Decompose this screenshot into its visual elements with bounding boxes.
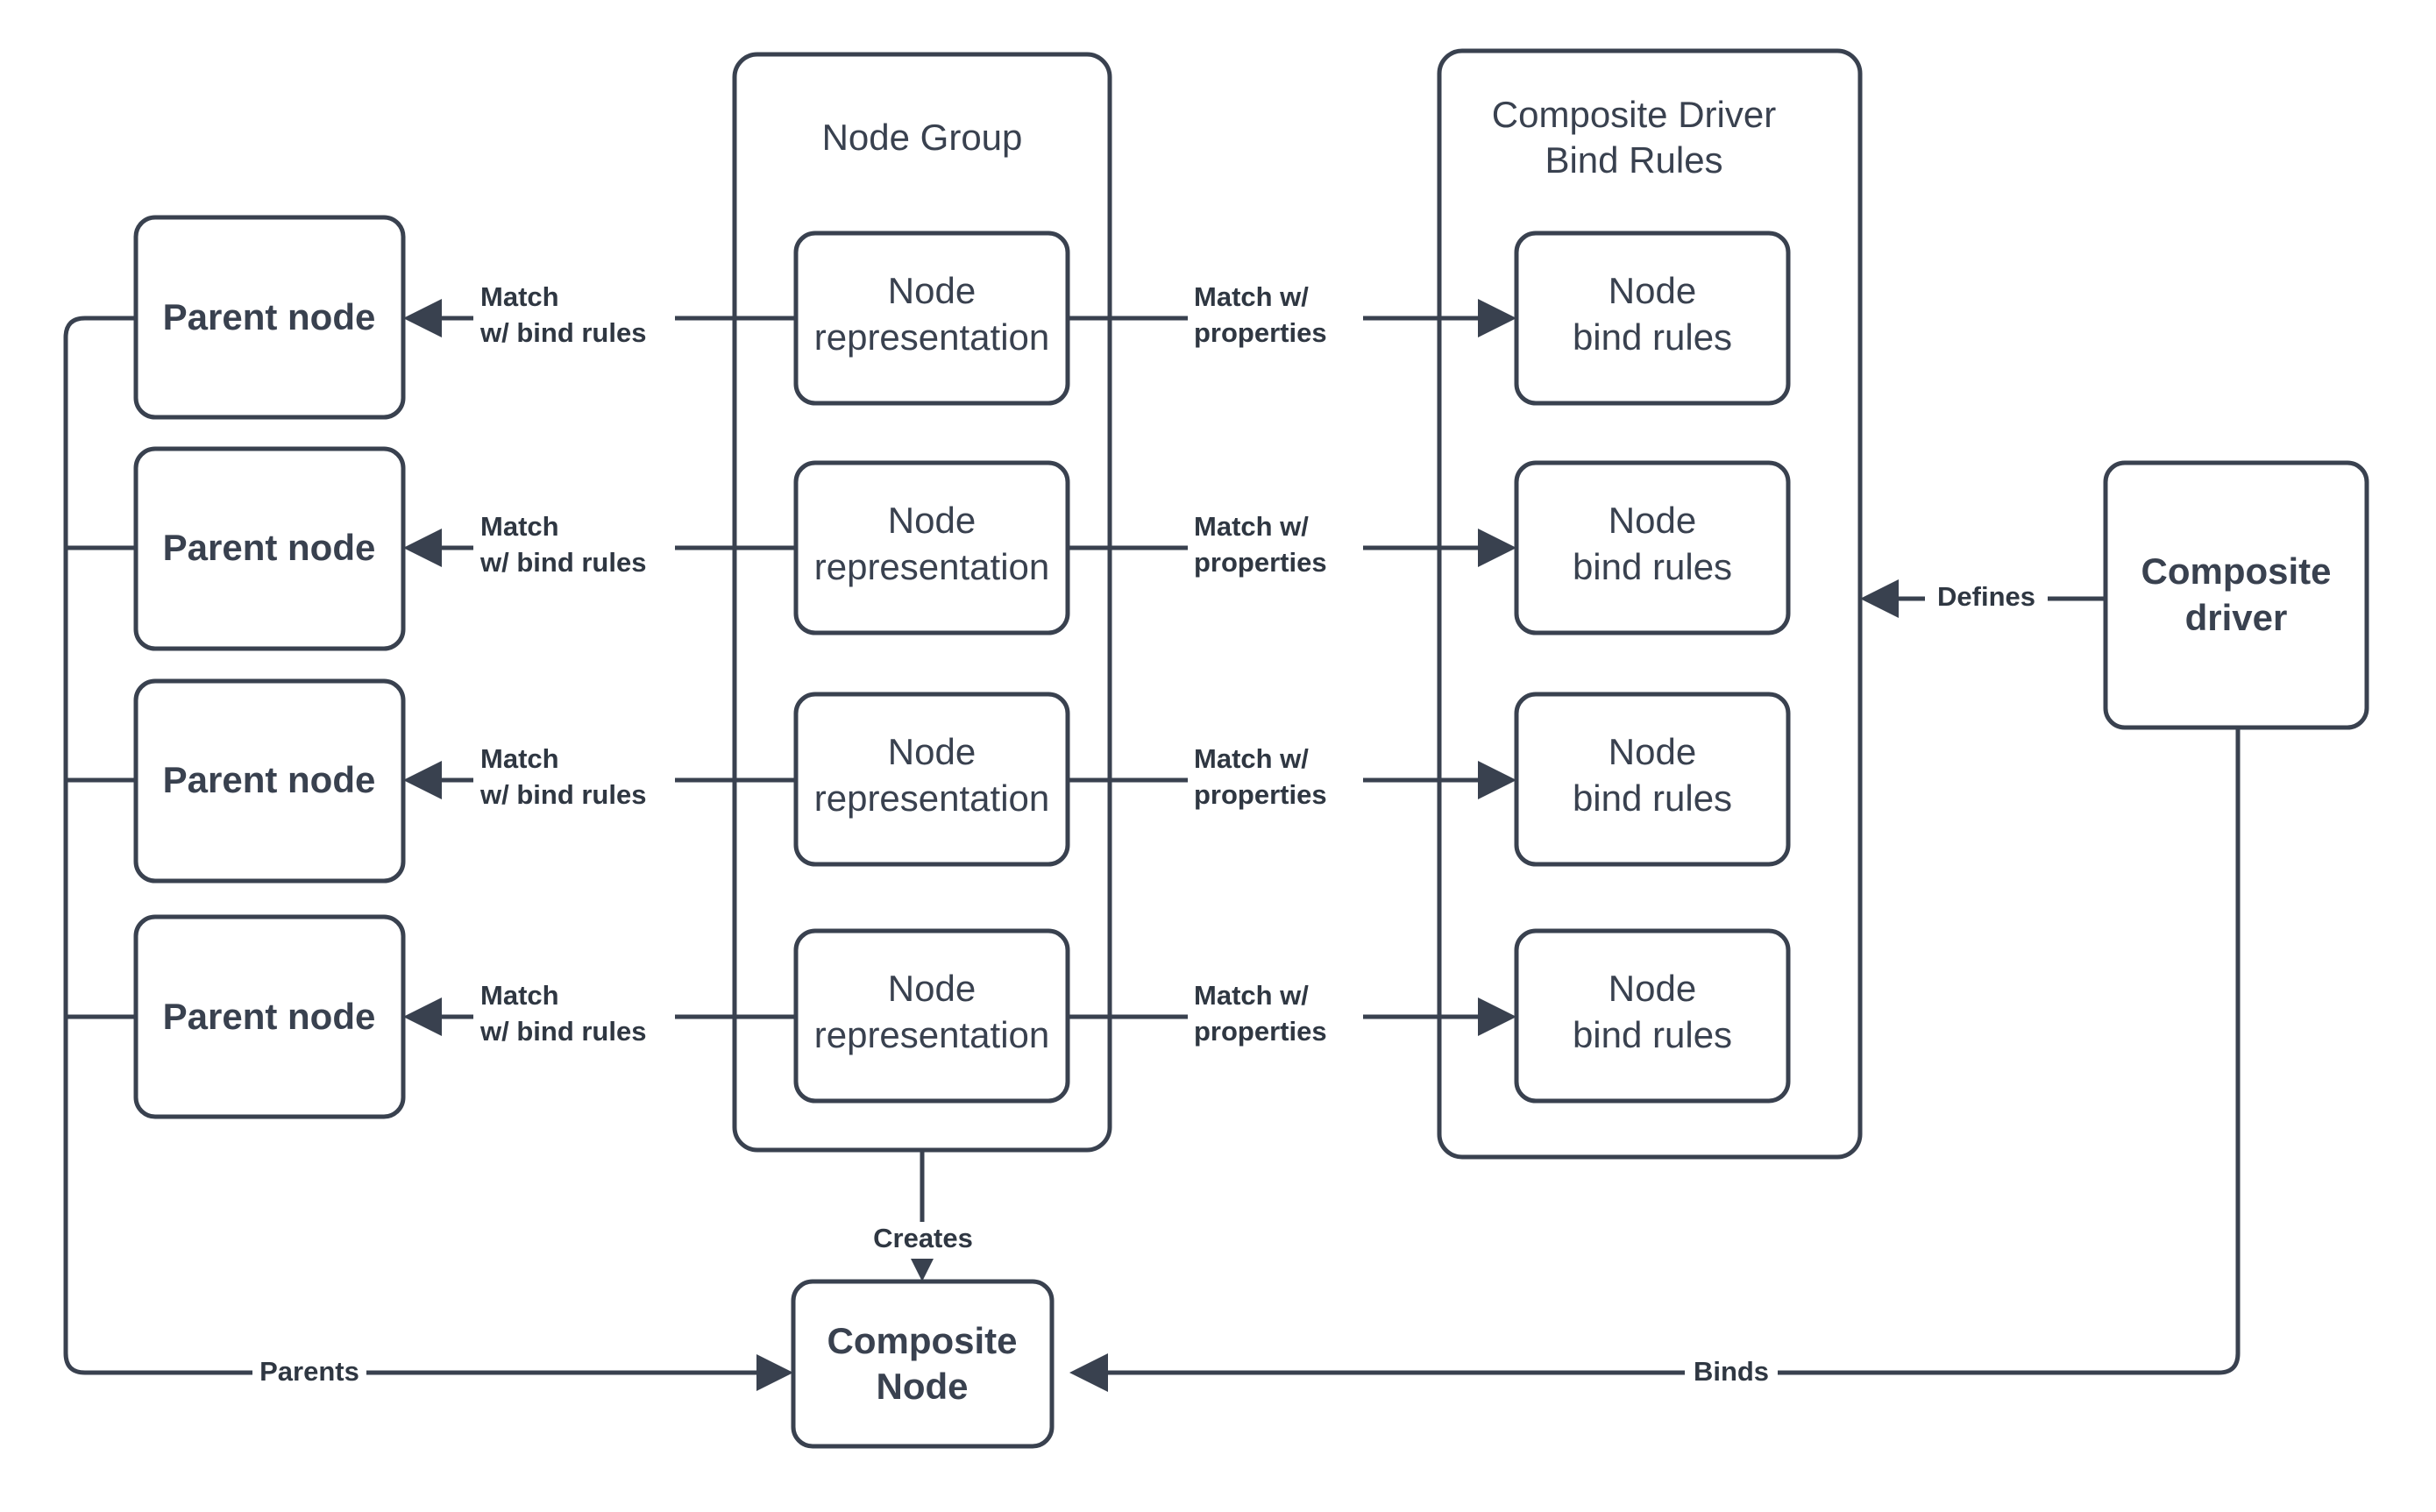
node-bind-rules-4[interactable]: Node bind rules: [1514, 928, 1791, 1104]
edge-label-match-properties-2: Match w/ properties: [1188, 511, 1363, 585]
edge-label-line2: properties: [1194, 317, 1327, 348]
node-bind-rules-3[interactable]: Node bind rules: [1514, 692, 1791, 867]
node-representation-line2: representation: [814, 316, 1050, 358]
edge-label-parents: Parents: [259, 1356, 359, 1387]
edge-label-line1: Match: [480, 980, 559, 1011]
composite-driver-line2: driver: [2185, 597, 2288, 638]
node-bind-rules-line2: bind rules: [1573, 777, 1732, 819]
node-bind-rules-1[interactable]: Node bind rules: [1514, 231, 1791, 406]
edge-label-match-properties-1: Match w/ properties: [1188, 281, 1363, 355]
node-group-title: Node Group: [822, 117, 1023, 158]
edge-label-line2: w/ bind rules: [479, 317, 646, 348]
composite-driver-line1: Composite: [2141, 550, 2331, 592]
binds-connector: [1069, 728, 2241, 1392]
edge-label-creates: Creates: [873, 1223, 973, 1253]
edge-label-line1: Match: [480, 511, 559, 542]
parent-node-label: Parent node: [163, 527, 376, 568]
edge-label-defines: Defines: [1925, 580, 2048, 617]
edge-label-defines: Defines: [1937, 581, 2035, 612]
parent-node-2[interactable]: Parent node: [133, 446, 406, 651]
edge-label-parents: Parents: [252, 1355, 366, 1392]
edge-label-line2: properties: [1194, 547, 1327, 578]
edge-label-line2: properties: [1194, 779, 1327, 810]
edge-label-binds: Binds: [1685, 1355, 1778, 1392]
edge-label-line1: Match w/: [1194, 281, 1309, 312]
node-representation-line2: representation: [814, 1014, 1050, 1055]
node-representation-2[interactable]: Node representation: [793, 460, 1070, 635]
node-representation-1[interactable]: Node representation: [793, 231, 1070, 406]
node-bind-rules-line2: bind rules: [1573, 546, 1732, 587]
edge-label-line2: w/ bind rules: [479, 779, 646, 810]
composite-driver-node[interactable]: Composite driver: [2103, 460, 2369, 730]
node-bind-rules-line2: bind rules: [1573, 1014, 1732, 1055]
creates-connector: [903, 1150, 941, 1281]
composite-node[interactable]: Composite Node: [791, 1279, 1055, 1449]
edge-label-match-bind-rules-1: Match w/ bind rules: [473, 281, 675, 355]
parent-node-label: Parent node: [163, 759, 376, 800]
match-properties-connectors: [1068, 299, 1516, 1036]
node-representation-line1: Node: [888, 500, 976, 541]
node-representation-3[interactable]: Node representation: [793, 692, 1070, 867]
edge-label-match-properties-4: Match w/ properties: [1188, 980, 1363, 1054]
node-bind-rules-line1: Node: [1609, 731, 1696, 772]
edge-label-match-properties-3: Match w/ properties: [1188, 743, 1363, 817]
node-representation-line1: Node: [888, 968, 976, 1009]
node-bind-rules-line1: Node: [1609, 270, 1696, 311]
edge-label-line2: w/ bind rules: [479, 1016, 646, 1047]
parent-node-1[interactable]: Parent node: [133, 215, 406, 420]
edge-label-line1: Match w/: [1194, 743, 1309, 774]
node-representation-line1: Node: [888, 270, 976, 311]
edge-label-creates: Creates: [868, 1222, 980, 1259]
edge-label-line2: properties: [1194, 1016, 1327, 1047]
node-representation-line2: representation: [814, 546, 1050, 587]
composite-node-line2: Node: [877, 1366, 969, 1407]
node-representation-line1: Node: [888, 731, 976, 772]
container-node-group: Node Group: [732, 52, 1112, 1153]
edge-label-line2: w/ bind rules: [479, 547, 646, 578]
node-bind-rules-line2: bind rules: [1573, 316, 1732, 358]
parent-node-label: Parent node: [163, 996, 376, 1037]
parent-node-3[interactable]: Parent node: [133, 678, 406, 884]
parent-node-4[interactable]: Parent node: [133, 914, 406, 1119]
edge-label-line1: Match w/: [1194, 511, 1309, 542]
edge-label-match-bind-rules-4: Match w/ bind rules: [473, 980, 675, 1054]
node-representation-line2: representation: [814, 777, 1050, 819]
edge-label-match-bind-rules-2: Match w/ bind rules: [473, 511, 675, 585]
node-bind-rules-2[interactable]: Node bind rules: [1514, 460, 1791, 635]
edge-label-match-bind-rules-3: Match w/ bind rules: [473, 743, 675, 817]
edge-label-line1: Match: [480, 743, 559, 774]
edge-label-line1: Match w/: [1194, 980, 1309, 1011]
node-bind-rules-line1: Node: [1609, 968, 1696, 1009]
composite-node-line1: Composite: [827, 1320, 1017, 1361]
bind-rules-title-line1: Composite Driver: [1492, 94, 1776, 135]
node-bind-rules-line1: Node: [1609, 500, 1696, 541]
edge-label-line1: Match: [480, 281, 559, 312]
bind-rules-title-line2: Bind Rules: [1545, 139, 1722, 181]
edge-label-binds: Binds: [1694, 1356, 1769, 1387]
node-representation-4[interactable]: Node representation: [793, 928, 1070, 1104]
parent-node-label: Parent node: [163, 296, 376, 337]
container-bind-rules-group: Composite Driver Bind Rules: [1437, 48, 1863, 1160]
parents-connector: [63, 316, 793, 1391]
match-bind-rules-connectors: [403, 299, 796, 1036]
